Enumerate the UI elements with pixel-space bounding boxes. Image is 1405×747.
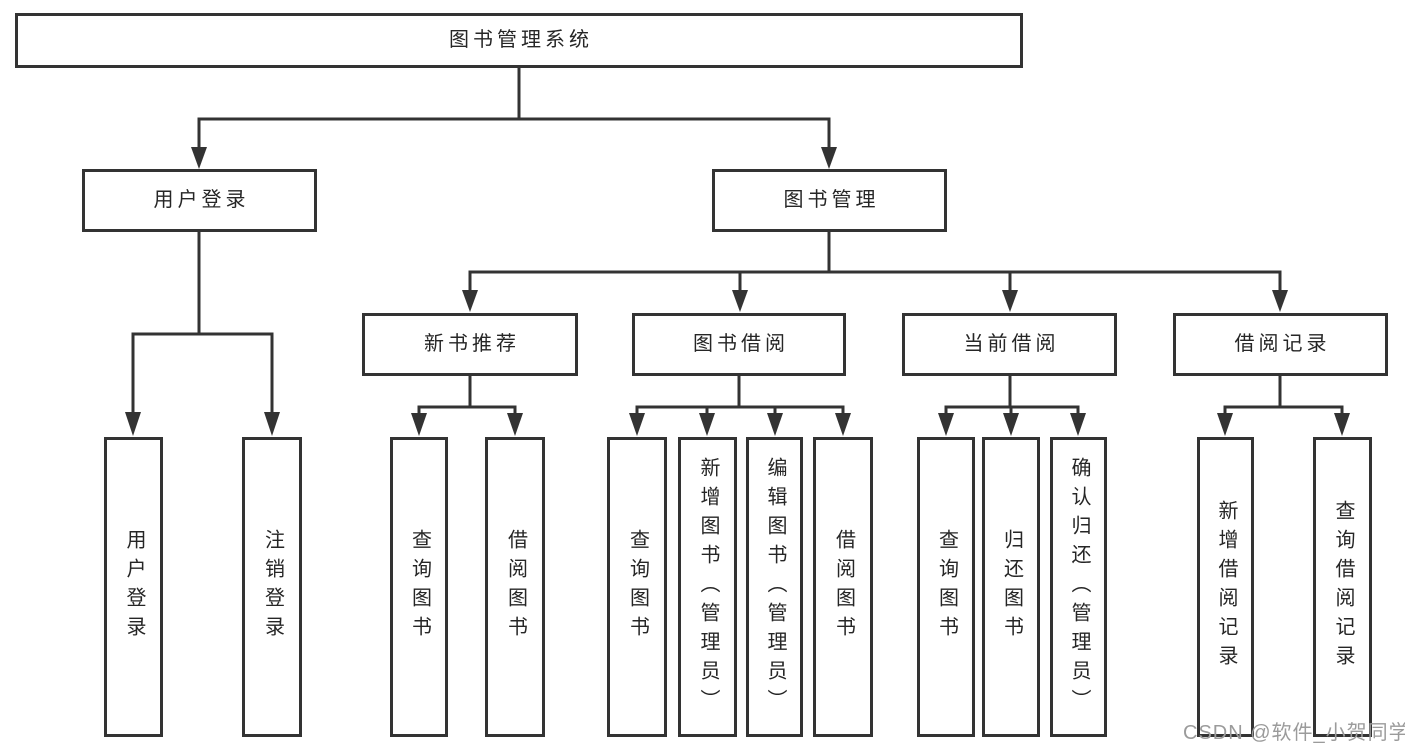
edge-root-to-level2 [191,68,837,169]
leaf-confirm-return-admin: 确认归还（管理员） [1050,437,1107,737]
arrowhead-icon [1070,413,1086,436]
arrowhead-icon [1002,290,1018,312]
edge-borrow-to-leaves [629,376,851,436]
arrowhead-icon [1217,413,1233,436]
arrowhead-icon [125,412,141,436]
node-current-borrow: 当前借阅 [902,313,1117,376]
leaf-logout: 注销登录 [242,437,302,737]
edge-management-to-level3 [462,232,1288,312]
arrowhead-icon [835,413,851,436]
node-book-borrow: 图书借阅 [632,313,846,376]
leaf-return-books: 归还图书 [982,437,1040,737]
arrowhead-icon [767,413,783,436]
leaf-borrow-books-recommend: 借阅图书 [485,437,545,737]
leaf-user-login: 用户登录 [104,437,163,737]
leaf-query-borrow-record: 查询借阅记录 [1313,437,1372,737]
leaf-query-books-recommend: 查询图书 [390,437,448,737]
arrowhead-icon [264,412,280,436]
arrowhead-icon [411,413,427,436]
leaf-query-books-borrow: 查询图书 [607,437,667,737]
arrowhead-icon [1003,413,1019,436]
node-root: 图书管理系统 [15,13,1023,68]
arrowhead-icon [821,147,837,169]
node-book-management: 图书管理 [712,169,947,232]
edge-login-to-leaves [125,232,280,436]
arrowhead-icon [507,413,523,436]
node-new-book-recommend: 新书推荐 [362,313,578,376]
arrowhead-icon [191,147,207,169]
arrowhead-icon [732,290,748,312]
arrowhead-icon [1334,413,1350,436]
leaf-edit-book-admin: 编辑图书（管理员） [746,437,803,737]
leaf-add-book-admin: 新增图书（管理员） [678,437,737,737]
node-borrow-records: 借阅记录 [1173,313,1388,376]
edge-current-to-leaves [938,376,1086,436]
arrowhead-icon [699,413,715,436]
leaf-borrow-books: 借阅图书 [813,437,873,737]
arrowhead-icon [462,290,478,312]
watermark: CSDN @软件_小贺同学 [1183,722,1405,744]
leaf-add-borrow-record: 新增借阅记录 [1197,437,1254,737]
leaf-query-books-current: 查询图书 [917,437,975,737]
node-user-login: 用户登录 [82,169,317,232]
arrowhead-icon [938,413,954,436]
edge-recommend-to-leaves [411,376,523,436]
arrowhead-icon [629,413,645,436]
edge-records-to-leaves [1217,376,1350,436]
arrowhead-icon [1272,290,1288,312]
